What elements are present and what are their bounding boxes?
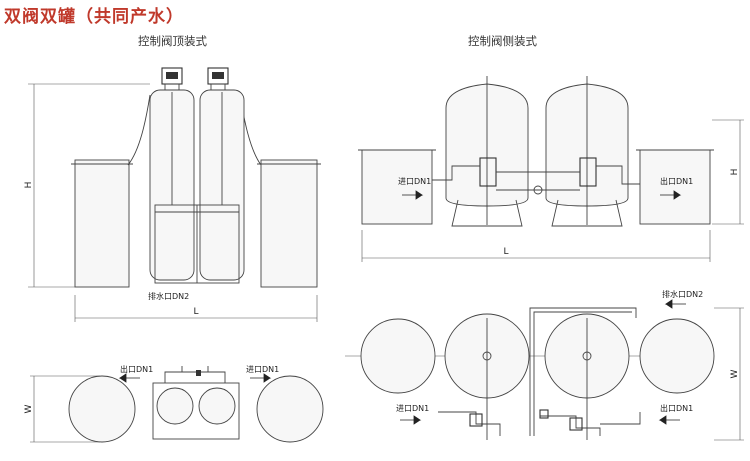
brine-tank-side-left	[361, 149, 433, 225]
width-dimension-left: W	[24, 375, 100, 443]
brine-tank-right	[260, 159, 318, 288]
height-dimension-left: H	[24, 83, 150, 288]
brine-tank-plan-right	[256, 375, 324, 443]
outlet-label-top-plan: 出口DN1	[120, 364, 153, 374]
caption-side-mount: 控制阀侧装式	[468, 34, 537, 48]
length-dimension-right: L	[361, 230, 711, 262]
outlet-label-side: 出口DN1	[660, 176, 693, 186]
height-dimension-right: H	[712, 119, 744, 225]
side-mount-plan: 排水口DN2 进口DN1 出口DN1 W	[345, 289, 744, 441]
resin-tank-plan-left	[156, 387, 194, 425]
caption-top-mount: 控制阀顶装式	[138, 34, 207, 48]
page-title: 双阀双罐（共同产水）	[4, 7, 184, 27]
connector-valve	[533, 185, 543, 195]
inlet-label-side: 进口DN1	[398, 177, 431, 186]
side-mount-elevation: 进口DN1 出口DN1 H L	[358, 76, 744, 262]
top-mount-plan: W 出口DN1 进口DN1	[24, 364, 324, 443]
width-label-right: W	[730, 369, 740, 378]
drain-label-side-plan: 排水口DN2	[662, 289, 703, 299]
drain-label-top-mount: 排水口DN2	[148, 291, 189, 301]
outlet-label-side-plan: 出口DN1	[660, 403, 693, 413]
length-label-right: L	[503, 247, 508, 257]
brine-tank-left	[74, 159, 130, 288]
control-valve-right	[207, 67, 229, 91]
resin-tank-plan-right	[198, 387, 236, 425]
frame-plan	[152, 382, 240, 440]
height-label-left: H	[24, 182, 34, 189]
brine-tank-side-plan-right	[639, 318, 715, 394]
inlet-label-top-plan: 进口DN1	[246, 365, 279, 374]
length-label-left: L	[193, 307, 198, 317]
brine-tank-side-right	[639, 149, 711, 225]
length-dimension-left: L	[74, 295, 318, 322]
control-valve-left	[161, 67, 183, 91]
inlet-label-side-plan: 进口DN1	[396, 404, 429, 413]
height-label-right: H	[730, 169, 740, 176]
top-mount-elevation: H 排水口DN2	[24, 67, 321, 322]
brine-tank-side-plan-left	[360, 318, 436, 394]
width-label-left: W	[24, 404, 34, 413]
width-dimension-right: W	[714, 307, 744, 441]
brine-tank-plan-left	[68, 375, 136, 443]
